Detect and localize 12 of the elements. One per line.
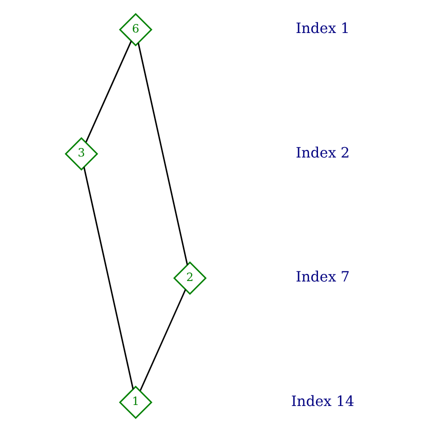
connector xyxy=(84,40,132,142)
node-diamond: 3 xyxy=(64,137,98,171)
connector xyxy=(139,289,186,391)
node-diamond: 6 xyxy=(118,12,152,46)
label: Index 14 xyxy=(290,394,354,410)
connector xyxy=(82,167,134,390)
node-diamond: 1 xyxy=(118,386,152,420)
label: Index 7 xyxy=(295,270,350,286)
label: Index 2 xyxy=(295,145,350,162)
node-diamond: 2 xyxy=(172,261,206,295)
connector xyxy=(137,42,188,266)
label: Index 1 xyxy=(295,21,350,38)
